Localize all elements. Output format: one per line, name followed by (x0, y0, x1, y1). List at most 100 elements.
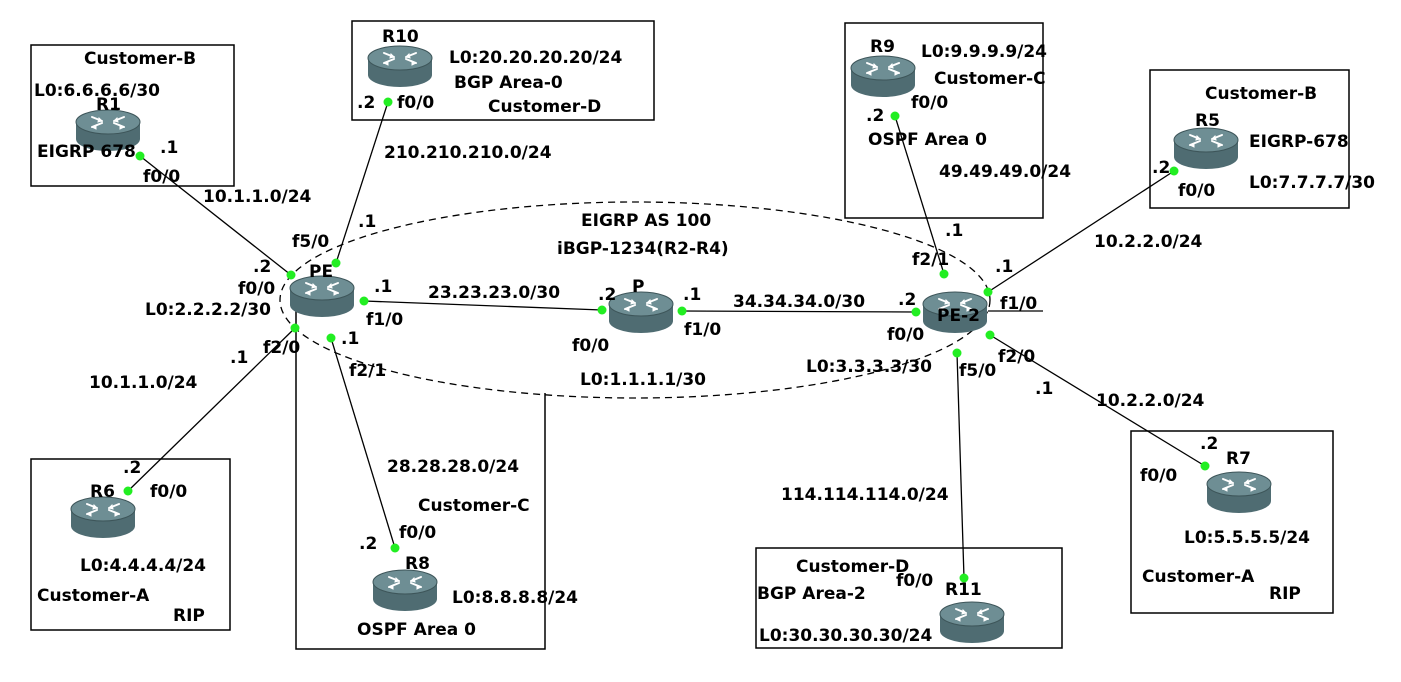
router-r7[interactable] (1206, 471, 1272, 514)
r6-interface: f0/0 (150, 482, 187, 502)
r9-interface: f0/0 (911, 93, 948, 113)
r1-interface: f0/0 (143, 167, 180, 187)
pe2-f20-interface: f2/0 (998, 347, 1035, 367)
link-pe-r6 (127, 327, 296, 492)
r1-protocol: EIGRP 678 (37, 142, 136, 162)
router-icon (1173, 127, 1239, 170)
port-dot (135, 151, 145, 161)
r9-name: R9 (870, 37, 895, 57)
port-dot (286, 270, 296, 280)
router-icon (372, 569, 438, 612)
subnet-pe-p: 23.23.23.0/30 (428, 283, 560, 303)
router-icon (608, 291, 674, 334)
port-dot (1169, 166, 1179, 176)
router-icon (70, 496, 136, 539)
subnet-r9-pe2: 49.49.49.0/24 (939, 162, 1071, 182)
customer-a-left-box (30, 458, 231, 631)
link-r1-pe (139, 155, 292, 276)
port-dot (597, 305, 607, 315)
link-pe-p (363, 300, 603, 311)
r10-area: BGP Area-0 (454, 73, 563, 93)
link-pe2-r5 (987, 170, 1175, 293)
customer-c-bottom-box (295, 310, 546, 650)
pe-f10-interface: f1/0 (366, 310, 403, 330)
port-dot (1200, 461, 1210, 471)
customer-c-top-title: Customer-C (934, 69, 1046, 89)
link-p-pe2 (681, 310, 917, 313)
link-r10-pe (335, 101, 389, 264)
r8-name: R8 (405, 554, 430, 574)
pe2-f21-interface: f2/1 (912, 250, 949, 270)
pe-f00-interface: f0/0 (238, 279, 275, 299)
r6-protocol: RIP (173, 606, 205, 626)
r8-ip: .2 (359, 534, 377, 554)
pe-f00-ip: .2 (253, 257, 271, 277)
core-eigrp-label: EIGRP AS 100 (581, 211, 711, 231)
port-dot (383, 97, 393, 107)
r5-protocol: EIGRP-678 (1249, 132, 1349, 152)
r1-loopback: L0:6.6.6.6/30 (34, 81, 160, 101)
link-pe2-r11 (956, 352, 965, 579)
router-r5[interactable] (1173, 127, 1239, 170)
router-r8[interactable] (372, 569, 438, 612)
router-pe[interactable] (289, 275, 355, 318)
r9-loopback: L0:9.9.9.9/24 (921, 42, 1047, 62)
router-r11[interactable] (939, 601, 1005, 644)
pe-f20-ip: .1 (230, 348, 248, 368)
port-dot (677, 306, 687, 316)
pe2-name: PE-2 (937, 306, 980, 326)
p-f10-ip: .1 (683, 285, 701, 305)
router-r10[interactable] (367, 45, 433, 88)
r7-protocol: RIP (1269, 584, 1301, 604)
p-f10-interface: f1/0 (684, 320, 721, 340)
router-icon (367, 45, 433, 88)
pe-f20-interface: f2/0 (263, 338, 300, 358)
pe2-f20-ip: .1 (1035, 379, 1053, 399)
pe-loopback: L0:2.2.2.2/30 (145, 300, 271, 320)
p-name: P (632, 277, 644, 297)
r6-ip: .2 (123, 458, 141, 478)
pe-f50-ip: .1 (358, 212, 376, 232)
r10-ip: .2 (357, 93, 375, 113)
port-dot (331, 258, 341, 268)
port-dot (983, 287, 993, 297)
r9-area: OSPF Area 0 (868, 130, 987, 150)
router-r9[interactable] (850, 55, 916, 98)
pe-f21-ip: .1 (341, 329, 359, 349)
port-dot (959, 573, 969, 583)
r11-loopback: L0:30.30.30.30/24 (759, 626, 933, 646)
port-dot (359, 296, 369, 306)
pe2-loopback: L0:3.3.3.3/30 (806, 357, 932, 377)
r5-interface: f0/0 (1178, 181, 1215, 201)
r5-loopback: L0:7.7.7.7/30 (1249, 173, 1375, 193)
customer-c-top-box (844, 22, 1044, 219)
r10-interface: f0/0 (397, 93, 434, 113)
subnet-pe-r8: 28.28.28.0/24 (387, 457, 519, 477)
r7-interface: f0/0 (1140, 466, 1177, 486)
router-r6[interactable] (70, 496, 136, 539)
customer-d-top-title: Customer-D (488, 97, 601, 117)
customer-b-left-title: Customer-B (84, 49, 196, 69)
customer-a-left-title: Customer-A (37, 586, 150, 606)
customer-a-right-box (1130, 430, 1334, 614)
router-p[interactable] (608, 291, 674, 334)
router-icon (850, 55, 916, 98)
link-r9-pe2 (894, 115, 945, 275)
customer-d-bottom-box (755, 547, 1063, 649)
r7-name: R7 (1226, 449, 1251, 469)
core-ibgp-label: iBGP-1234(R2-R4) (557, 239, 729, 259)
r8-loopback: L0:8.8.8.8/24 (452, 588, 578, 608)
subnet-p-pe2: 34.34.34.0/30 (733, 292, 865, 312)
port-dot (911, 307, 921, 317)
pe-name: PE (309, 262, 333, 282)
customer-c-bottom-title: Customer-C (418, 496, 530, 516)
r7-ip: .2 (1200, 434, 1218, 454)
r10-loopback: L0:20.20.20.20/24 (449, 48, 623, 68)
port-dot (123, 486, 133, 496)
port-dot (952, 348, 962, 358)
customer-d-bottom-title: Customer-D (796, 557, 909, 577)
router-icon (939, 601, 1005, 644)
router-icon (1206, 471, 1272, 514)
